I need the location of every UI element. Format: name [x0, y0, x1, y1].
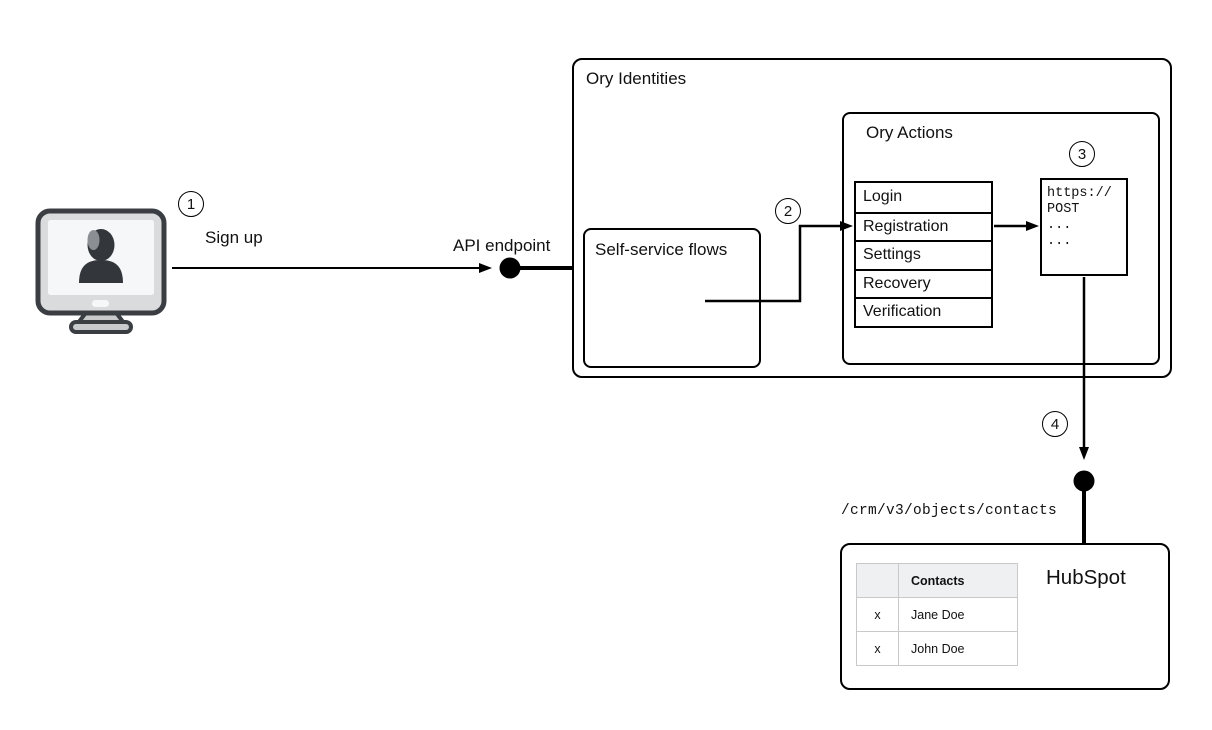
flow-row-registration: Registration — [856, 211, 991, 241]
self-service-flows-title: Self-service flows — [595, 240, 728, 259]
code-line-ellipsis-1: ... — [1047, 218, 1072, 233]
ory-identities-title: Ory Identities — [586, 69, 687, 88]
flow-row-verification: Verification — [856, 297, 991, 326]
hubspot-title: HubSpot — [1046, 566, 1126, 589]
contacts-table-header-row: Contacts — [856, 563, 1018, 598]
contact-flag-cell: x — [856, 631, 899, 666]
step-1-badge: 1 — [178, 191, 204, 217]
step-4-number: 4 — [1050, 415, 1060, 433]
flow-row-recovery: Recovery — [856, 268, 991, 298]
flow-row-login: Login — [863, 188, 903, 206]
webhook-request-box: https:// POST ... ... — [1040, 178, 1128, 276]
contact-name-cell: John Doe — [898, 631, 1018, 666]
contacts-row-jane: x Jane Doe — [856, 597, 1018, 632]
ory-actions-title: Ory Actions — [866, 123, 953, 142]
crm-endpoint-dot — [1073, 470, 1095, 492]
contacts-table: Contacts x Jane Doe x John Doe — [856, 563, 1018, 666]
crm-endpoint-path-label: /crm/v3/objects/contacts — [841, 503, 1058, 519]
flow-row-settings: Settings — [856, 240, 991, 269]
step-3-badge: 3 — [1069, 141, 1095, 167]
contact-name-cell: Jane Doe — [898, 597, 1018, 632]
contacts-row-john: x John Doe — [856, 631, 1018, 666]
self-service-flow-list: Login Registration Settings Recovery Ver… — [854, 181, 993, 328]
contact-flag-cell: x — [856, 597, 899, 632]
user-silhouette-icon — [79, 229, 123, 283]
step-2-badge: 2 — [775, 198, 801, 224]
contacts-header-cell: Contacts — [898, 563, 1018, 598]
sign-up-label: Sign up — [205, 228, 263, 247]
step-1-number: 1 — [186, 195, 196, 213]
step-4-badge: 4 — [1042, 411, 1068, 437]
user-monitor-icon — [35, 208, 167, 334]
step-2-number: 2 — [783, 202, 793, 220]
monitor-button — [92, 300, 109, 307]
code-line-ellipsis-2: ... — [1047, 234, 1072, 249]
code-line-url: https:// — [1047, 186, 1112, 201]
contacts-header-blank-cell — [856, 563, 899, 598]
monitor-stand-base — [69, 320, 133, 334]
api-endpoint-dot — [499, 257, 521, 279]
api-endpoint-label: API endpoint — [453, 236, 551, 255]
code-line-method: POST — [1047, 202, 1080, 217]
step-3-number: 3 — [1077, 145, 1087, 163]
